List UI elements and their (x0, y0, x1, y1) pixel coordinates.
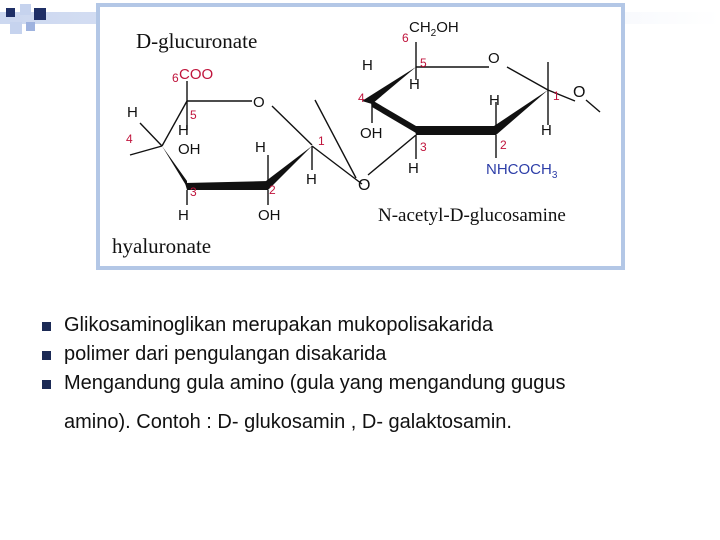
left-c2-number: 2 (269, 183, 276, 197)
right-c5-number: 5 (420, 56, 427, 70)
bullet-item: polimer dari pengulangan disakarida (40, 340, 700, 369)
left-ring: 6 COO 5 4 3 2 1 O H H OH H H OH H (126, 66, 363, 224)
right-ring-oxygen: O (488, 50, 500, 67)
right-c2-nhcoch3: NHCOCH3 (486, 161, 558, 181)
bullet-item: Glikosaminoglikan merupakan mukopolisaka… (40, 311, 700, 340)
left-c3-h: H (178, 207, 189, 224)
bullet-text: polimer dari pengulangan disakarida (64, 343, 387, 365)
bullet-square-icon (42, 322, 51, 331)
left-c4-h: H (178, 122, 189, 139)
right-c4-oh: OH (360, 125, 383, 142)
right-c5-h: H (409, 76, 420, 93)
title-hyaluronate: hyaluronate (112, 234, 211, 258)
right-c2-h: H (489, 92, 500, 109)
left-c6-coo: COO (179, 66, 213, 83)
right-c1-h: H (541, 122, 552, 139)
left-c1-h: H (255, 139, 266, 156)
right-c4-number: 4 (358, 91, 365, 105)
left-c4-number: 4 (126, 132, 133, 146)
left-c3-number: 3 (190, 185, 197, 199)
bullet-continuation: amino). Contoh : D- glukosamin , D- gala… (64, 411, 512, 433)
bullet-item: Mengandung gula amino (gula yang mengand… (40, 369, 700, 398)
right-ring: 6 CH2OH 5 4 3 2 1 O H H OH H H H O NHCOC… (358, 19, 601, 181)
bullet-square-icon (42, 351, 51, 360)
bullet-text: Glikosaminoglikan merupakan mukopolisaka… (64, 314, 494, 336)
right-c4-top-h: H (362, 57, 373, 74)
right-c3-number: 3 (420, 140, 427, 154)
left-c2-oh: OH (258, 207, 281, 224)
hyaluronate-figure: D-glucuronate hyaluronate N-acetyl-D-glu… (96, 3, 625, 270)
left-c1-bottom-h: H (306, 171, 317, 188)
deco-square (34, 8, 46, 20)
left-ring-oxygen: O (253, 94, 265, 111)
right-c6-number: 6 (402, 31, 409, 45)
right-c1-oxygen: O (573, 84, 585, 101)
right-c1-number: 1 (553, 89, 560, 103)
right-c6-ch2oh: CH2OH (409, 19, 459, 39)
bullet-list: Glikosaminoglikan merupakan mukopolisaka… (40, 311, 700, 437)
left-c5-number: 5 (190, 108, 197, 122)
deco-square (6, 8, 15, 17)
right-c2-number: 2 (500, 138, 507, 152)
deco-square (20, 4, 31, 15)
deco-square (10, 22, 22, 34)
title-d-glucuronate: D-glucuronate (136, 29, 257, 53)
glycosidic-oxygen: O (358, 177, 370, 194)
left-c4-oh: OH (178, 141, 201, 158)
title-n-acetyl-glucosamine: N-acetyl-D-glucosamine (378, 205, 566, 226)
bullet-square-icon (42, 380, 51, 389)
left-c5-h: H (127, 104, 138, 121)
structure-diagram: D-glucuronate hyaluronate N-acetyl-D-glu… (112, 19, 601, 258)
left-c6-number: 6 (172, 71, 179, 85)
bullet-text: Mengandung gula amino (gula yang mengand… (64, 372, 566, 394)
left-c1-number: 1 (318, 134, 325, 148)
right-c3-h: H (408, 160, 419, 177)
deco-square (26, 22, 35, 31)
